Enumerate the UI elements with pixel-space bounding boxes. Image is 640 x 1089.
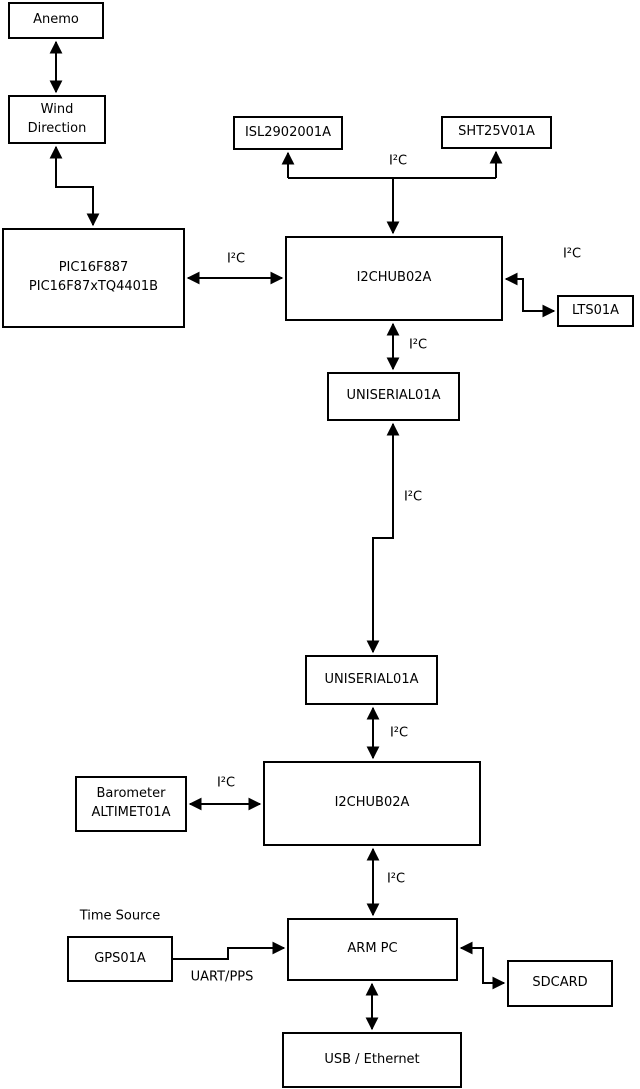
edge-label-i2c-sensor-bus: I²C <box>386 153 410 169</box>
edge-label-i2c-hub-armpc: I²C <box>384 871 408 887</box>
connector-armpc-sdcard <box>459 941 506 990</box>
node-usb-ethernet: USB / Ethernet <box>282 1032 462 1088</box>
node-uniserial01a-upper: UNISERIAL01A <box>327 372 460 421</box>
edge-label-uart-pps: UART/PPS <box>188 969 256 985</box>
node-pic16f887: PIC16F887 PIC16F87xTQ4401B <box>2 228 185 328</box>
node-gps01a: GPS01A <box>67 936 173 982</box>
edge-label-i2c-barometer: I²C <box>214 775 238 791</box>
edge-label-i2c-lts: I²C <box>560 246 584 262</box>
connector-i2chub-upper-lts <box>504 272 556 318</box>
node-lts01a: LTS01A <box>557 295 634 327</box>
node-i2chub02a-upper: I2CHUB02A <box>285 236 503 321</box>
connector-gps-armpc <box>173 941 286 960</box>
edge-label-i2c-uniserial-hub-lower: I²C <box>387 725 411 741</box>
node-wind-direction: Wind Direction <box>8 95 106 144</box>
edge-label-i2c-hub-uniserial-upper: I²C <box>406 337 430 353</box>
edge-label-time-source: Time Source <box>77 908 163 924</box>
node-sdcard: SDCARD <box>507 960 613 1007</box>
node-i2chub02a-lower: I2CHUB02A <box>263 761 481 846</box>
node-anemo: Anemo <box>8 2 104 39</box>
edge-label-i2c-pic-hub: I²C <box>224 251 248 267</box>
connector-uniserial-upper-uniserial-lower <box>366 422 400 654</box>
node-uniserial01a-lower: UNISERIAL01A <box>305 655 438 705</box>
connector-wind-pic <box>49 145 100 227</box>
node-arm-pc: ARM PC <box>287 918 458 981</box>
node-sht25v01a: SHT25V01A <box>441 116 552 149</box>
node-barometer-altimet01a: Barometer ALTIMET01A <box>75 776 187 832</box>
node-isl2902001a: ISL2902001A <box>233 116 343 150</box>
edge-label-i2c-long-link: I²C <box>401 489 425 505</box>
